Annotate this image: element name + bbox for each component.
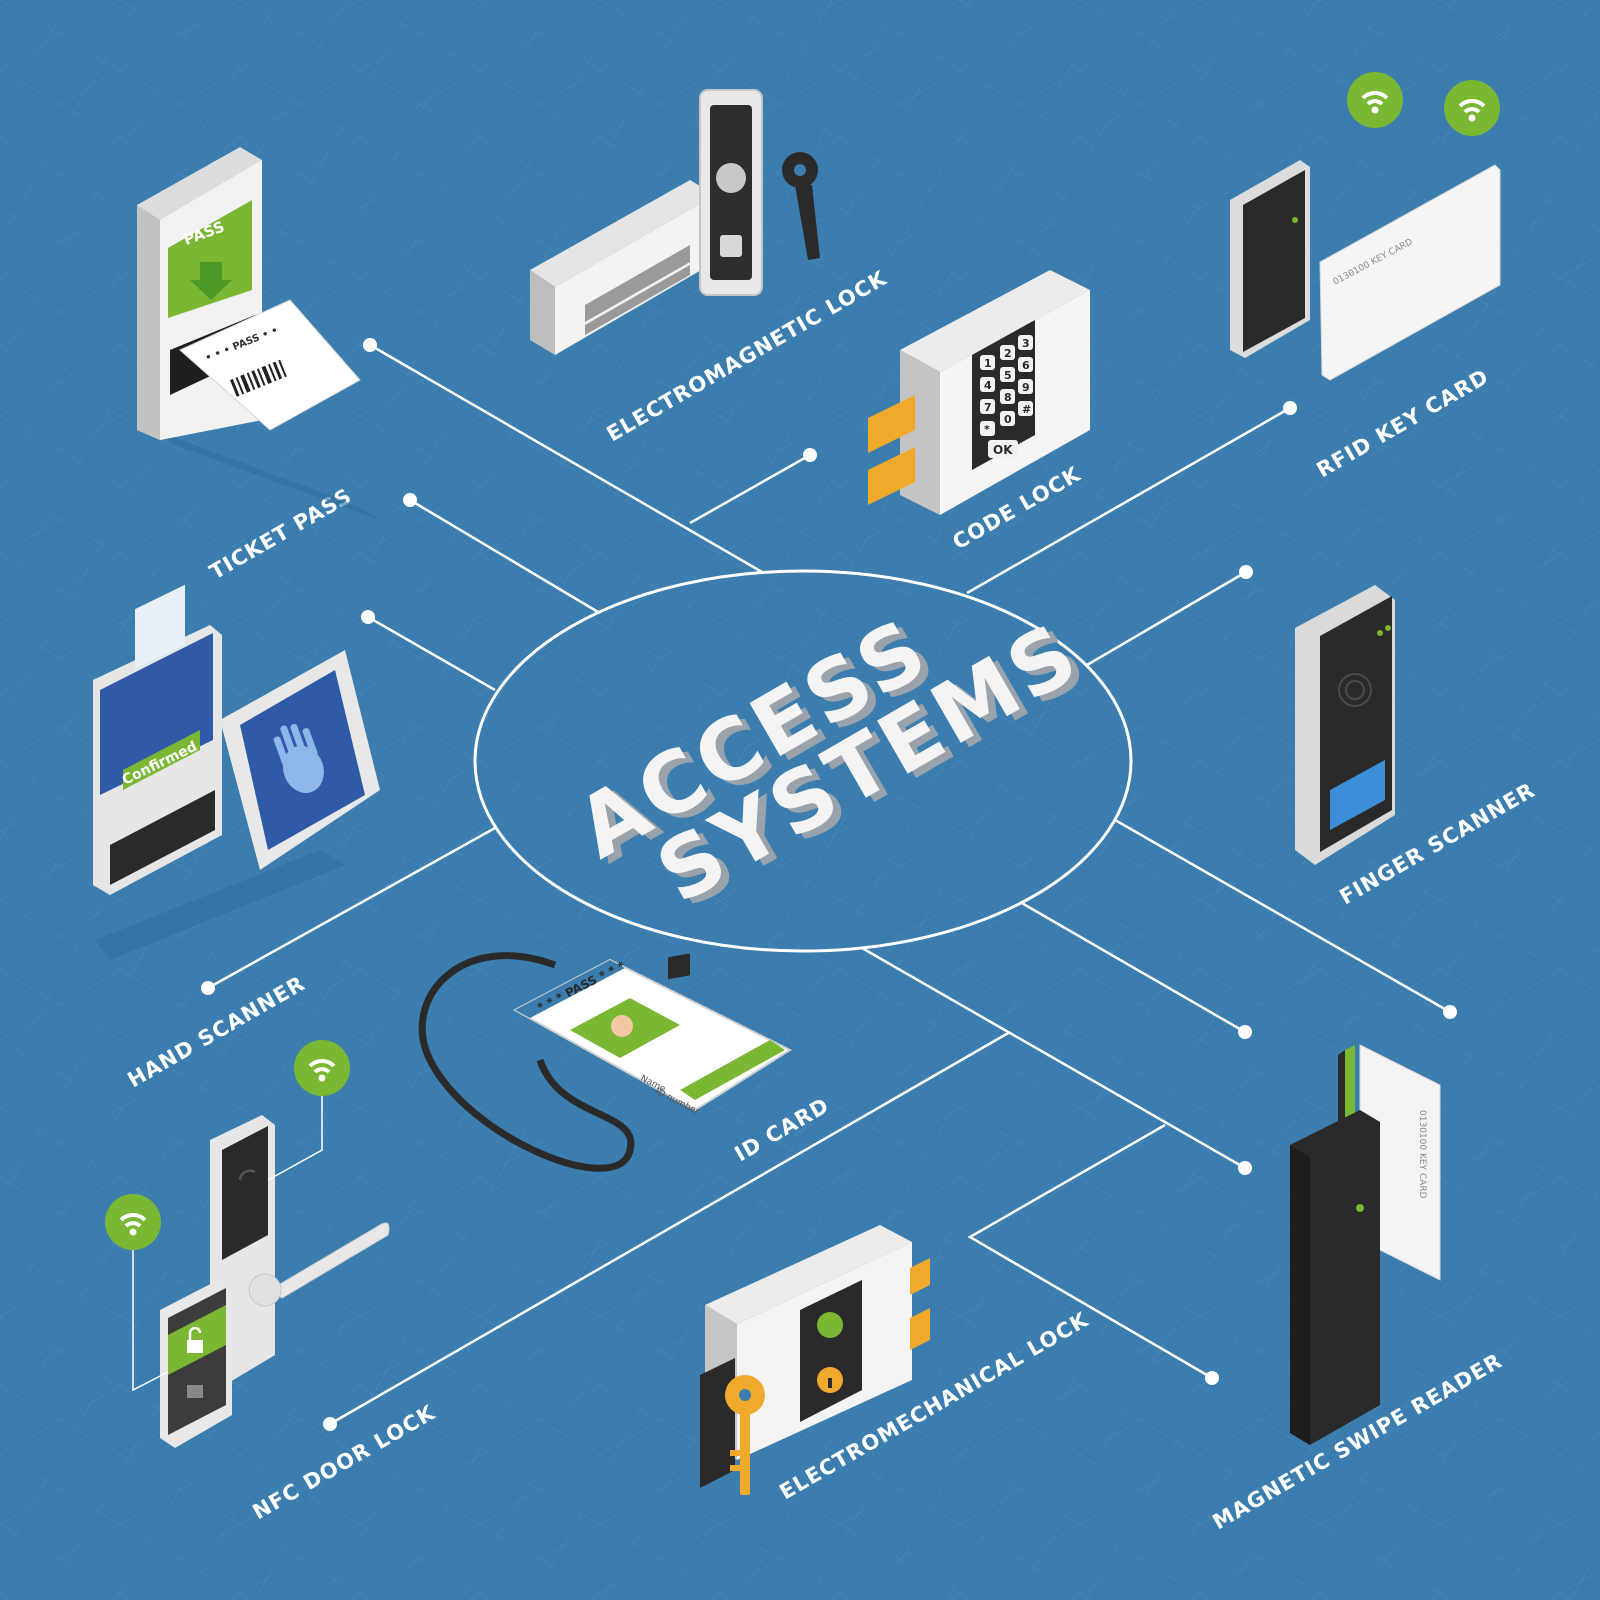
keypad-key: 6 (1022, 359, 1030, 372)
nfc-reader-panel (222, 1126, 268, 1260)
connector-finger-upper (1086, 570, 1247, 667)
keypad-key: 8 (1004, 391, 1012, 404)
keypad-key: 2 (1004, 347, 1012, 360)
person-icon (135, 584, 185, 670)
bell-icon (720, 235, 742, 257)
person-icon (611, 1015, 633, 1037)
keypad-ok-button (988, 440, 1018, 458)
lock-icon (187, 1340, 203, 1353)
wifi-icon (1347, 72, 1403, 128)
connector-hand-scanner (207, 826, 496, 990)
arrow-down-icon (190, 262, 232, 300)
intercom-button (716, 163, 746, 193)
id-barcode-strip (680, 1040, 785, 1100)
hand-icon (273, 723, 324, 793)
keypad-key: 5 (1004, 369, 1012, 382)
connector-nfc (329, 1030, 1011, 1426)
connector-magnetic-upper (1019, 900, 1246, 1034)
svg-text:OK: OK (993, 443, 1013, 457)
rfid-reader (1243, 170, 1305, 352)
wifi-icon (1444, 80, 1500, 136)
connectors (201, 338, 1457, 1431)
finger-reader-glow (1330, 760, 1385, 830)
connector-ticket-pass (369, 343, 763, 574)
keypad-key: 3 (1022, 337, 1030, 350)
wifi-icon (238, 1169, 256, 1181)
code-lock-device: 123 456 789 * 0 # OK (868, 270, 1090, 515)
finger-scanner-device (1295, 585, 1395, 865)
keypad-key: * (984, 423, 990, 436)
keypad-key: 7 (984, 401, 992, 414)
wifi-icon (294, 1040, 350, 1096)
keypad-key: 0 (1004, 413, 1012, 426)
status-light (817, 1312, 843, 1338)
lock-icon (187, 1385, 203, 1398)
connector-hand-upper (409, 498, 599, 614)
id-screen (100, 633, 213, 795)
lanyard (418, 952, 635, 1172)
keypad-key: # (1022, 403, 1031, 416)
connector-electromechanical (967, 1123, 1213, 1380)
id-card-device: * * * PASS * * * Name ID number (418, 952, 793, 1172)
connector-code-lock (689, 453, 811, 525)
confirmed-badge (123, 730, 200, 790)
electromechanical-lock-device (700, 1225, 930, 1495)
connector-left-mid (367, 615, 496, 692)
bolt-lower (868, 447, 915, 505)
barcode (230, 359, 287, 397)
connector-finger-lower (1114, 818, 1451, 1014)
magnetic-swipe-reader-device: 0130100 KEY CARD (1290, 1044, 1441, 1445)
hub-ellipse (473, 569, 1133, 953)
swipe-reader-body (1290, 1110, 1380, 1445)
fingerprint-icon (1338, 673, 1372, 707)
rfid-card (1319, 164, 1501, 381)
pass-sign (168, 200, 252, 318)
connector-magnetic-lower (861, 946, 1246, 1170)
bolt-upper (868, 395, 915, 453)
reader-light (1356, 1204, 1364, 1212)
door-handle (269, 1222, 390, 1299)
keypad-keys: 123 456 789 * 0 # (980, 335, 1033, 436)
key-icon (725, 1375, 765, 1495)
keypad-key: 9 (1022, 381, 1030, 394)
electromagnetic-lock-device (530, 89, 820, 355)
hand-scanner-device: Confirmed (93, 584, 380, 960)
lock-face (800, 1280, 862, 1422)
wifi-icon (105, 1194, 161, 1250)
rfid-key-card-device: 0130100 KEY CARD (1230, 72, 1501, 381)
nfc-door-lock-device (105, 1040, 390, 1448)
keypad-key: 1 (984, 357, 992, 370)
connector-rfid (966, 406, 1291, 595)
keypad-key: 4 (984, 379, 992, 392)
qr-code (668, 953, 690, 980)
ticket-pass-device: PASS • • • PASS • • (137, 147, 380, 520)
svg-text:0130100 KEY CARD: 0130100 KEY CARD (1417, 1110, 1427, 1199)
